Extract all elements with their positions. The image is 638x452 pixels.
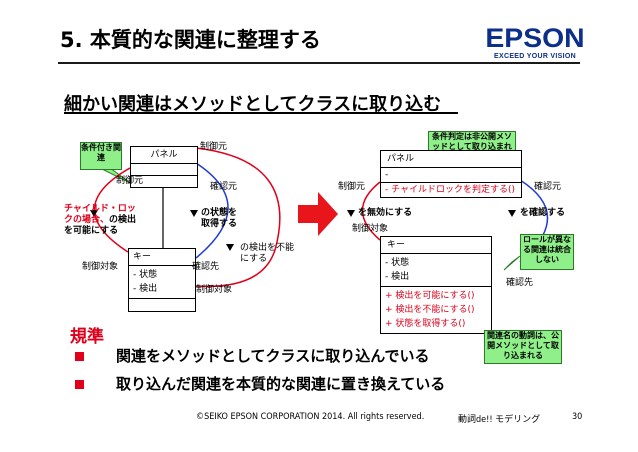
left-key-attr-detect: - 検出 bbox=[133, 284, 158, 294]
left-role-control-src-left: 制御元 bbox=[116, 176, 144, 186]
right-role-control-target: 制御対象 bbox=[352, 224, 389, 234]
right-key-attrs: - 状態 - 検出 bbox=[381, 254, 491, 287]
left-red-arc-inner bbox=[93, 167, 131, 253]
left-key-class-name: キー bbox=[129, 249, 195, 266]
rule-item-1: 関連をメソッドとしてクラスに取り込んでいる bbox=[116, 347, 430, 365]
right-callout-methods: 関連名の動詞は、公開メソッドとして取り込まれる bbox=[484, 330, 562, 364]
right-red-arc bbox=[361, 181, 381, 241]
right-callout-roles-pointer bbox=[503, 255, 521, 271]
left-role-confirm-src: 確認元 bbox=[210, 182, 238, 192]
right-role-confirm-src: 確認元 bbox=[534, 182, 562, 192]
right-arrow-1 bbox=[347, 210, 355, 217]
left-panel-attrs bbox=[131, 164, 197, 176]
right-key-method-disable: + 検出を不能にする() bbox=[385, 305, 475, 315]
right-disable-label: を無効にする bbox=[358, 208, 413, 218]
left-panel-class: パネル bbox=[130, 146, 198, 188]
right-panel-method: - チャイルドロックを判定する() bbox=[385, 185, 516, 195]
footer-copyright: ©SEIKO EPSON CORPORATION 2014. All right… bbox=[196, 412, 425, 422]
rule-item-2: 取り込んだ関連を本質的な関連に置き換えている bbox=[116, 375, 446, 393]
right-arrow-2 bbox=[508, 210, 516, 217]
left-disable-text: の検出を不能にする bbox=[240, 243, 295, 264]
right-panel-class-name: パネル bbox=[381, 151, 521, 168]
left-arrow-1 bbox=[90, 210, 98, 217]
epson-logo: EPSON EXCEED YOUR VISION bbox=[482, 24, 588, 61]
right-role-confirm-dst: 確認先 bbox=[506, 278, 534, 288]
right-key-attr-state: - 状態 bbox=[385, 258, 410, 268]
slide-subtitle: 細かい関連はメソッドとしてクラスに取り込む bbox=[64, 94, 442, 115]
left-key-attr-state: - 状態 bbox=[133, 270, 158, 280]
right-key-class-name: キー bbox=[381, 237, 491, 254]
left-callout-conditional: 条件付き関連 bbox=[80, 142, 122, 170]
left-condition-text: チャイルド・ロックの場合、の検出を可能にする bbox=[64, 204, 144, 237]
page-title: 5. 本質的な関連に整理する bbox=[60, 28, 321, 52]
right-key-attr-detect: - 検出 bbox=[385, 272, 410, 282]
right-key-method-enable: + 検出を可能にする() bbox=[385, 291, 475, 301]
left-role-control-target: 制御対象 bbox=[82, 262, 119, 272]
right-panel-attr: - bbox=[381, 168, 521, 183]
left-blue-arc bbox=[195, 162, 229, 259]
right-key-class: キー - 状態 - 検出 + 検出を可能にする() + 検出を不能にする() +… bbox=[380, 236, 492, 334]
left-role-control-target-bottom: 制御対象 bbox=[196, 285, 233, 295]
left-key-class: キー - 状態 - 検出 bbox=[128, 248, 196, 312]
rule-bullet-2 bbox=[75, 380, 84, 389]
logo-wordmark: EPSON bbox=[485, 23, 585, 53]
left-key-methods bbox=[129, 299, 195, 311]
rules-heading: 規準 bbox=[70, 327, 104, 347]
right-key-method-getstate: + 状態を取得する() bbox=[385, 319, 466, 329]
left-condition-red: チャイルド・ロックの場合、 bbox=[64, 204, 136, 225]
rule-bullet-1 bbox=[75, 352, 84, 361]
transform-arrow bbox=[298, 192, 338, 236]
right-panel-class: パネル - - チャイルドロックを判定する() bbox=[380, 150, 522, 198]
footer-series: 動詞de!! モデリング bbox=[458, 415, 541, 425]
right-key-methods: + 検出を可能にする() + 検出を不能にする() + 状態を取得する() bbox=[381, 287, 491, 333]
left-state-text: の状態を取得する bbox=[201, 208, 238, 229]
left-condition-black: の検出を可能にする bbox=[64, 215, 137, 236]
left-red-arc-outer bbox=[195, 147, 281, 288]
left-role-control-src-top: 制御元 bbox=[200, 142, 228, 152]
footer-page-number: 30 bbox=[572, 412, 583, 422]
left-arrow-2 bbox=[190, 210, 198, 217]
subtitle-underline bbox=[64, 112, 458, 114]
title-divider bbox=[58, 62, 580, 64]
left-arrow-3 bbox=[226, 244, 234, 251]
left-role-confirm-dst: 確認先 bbox=[192, 262, 220, 272]
left-key-attrs: - 状態 - 検出 bbox=[129, 266, 195, 299]
right-role-control-src: 制御元 bbox=[338, 182, 366, 192]
left-panel-class-name: パネル bbox=[131, 147, 197, 164]
logo-tagline: EXCEED YOUR VISION bbox=[494, 53, 576, 60]
right-callout-roles: ロールが異なる関連は統合しない bbox=[520, 234, 574, 270]
right-confirm-label: を確認する bbox=[520, 208, 566, 218]
